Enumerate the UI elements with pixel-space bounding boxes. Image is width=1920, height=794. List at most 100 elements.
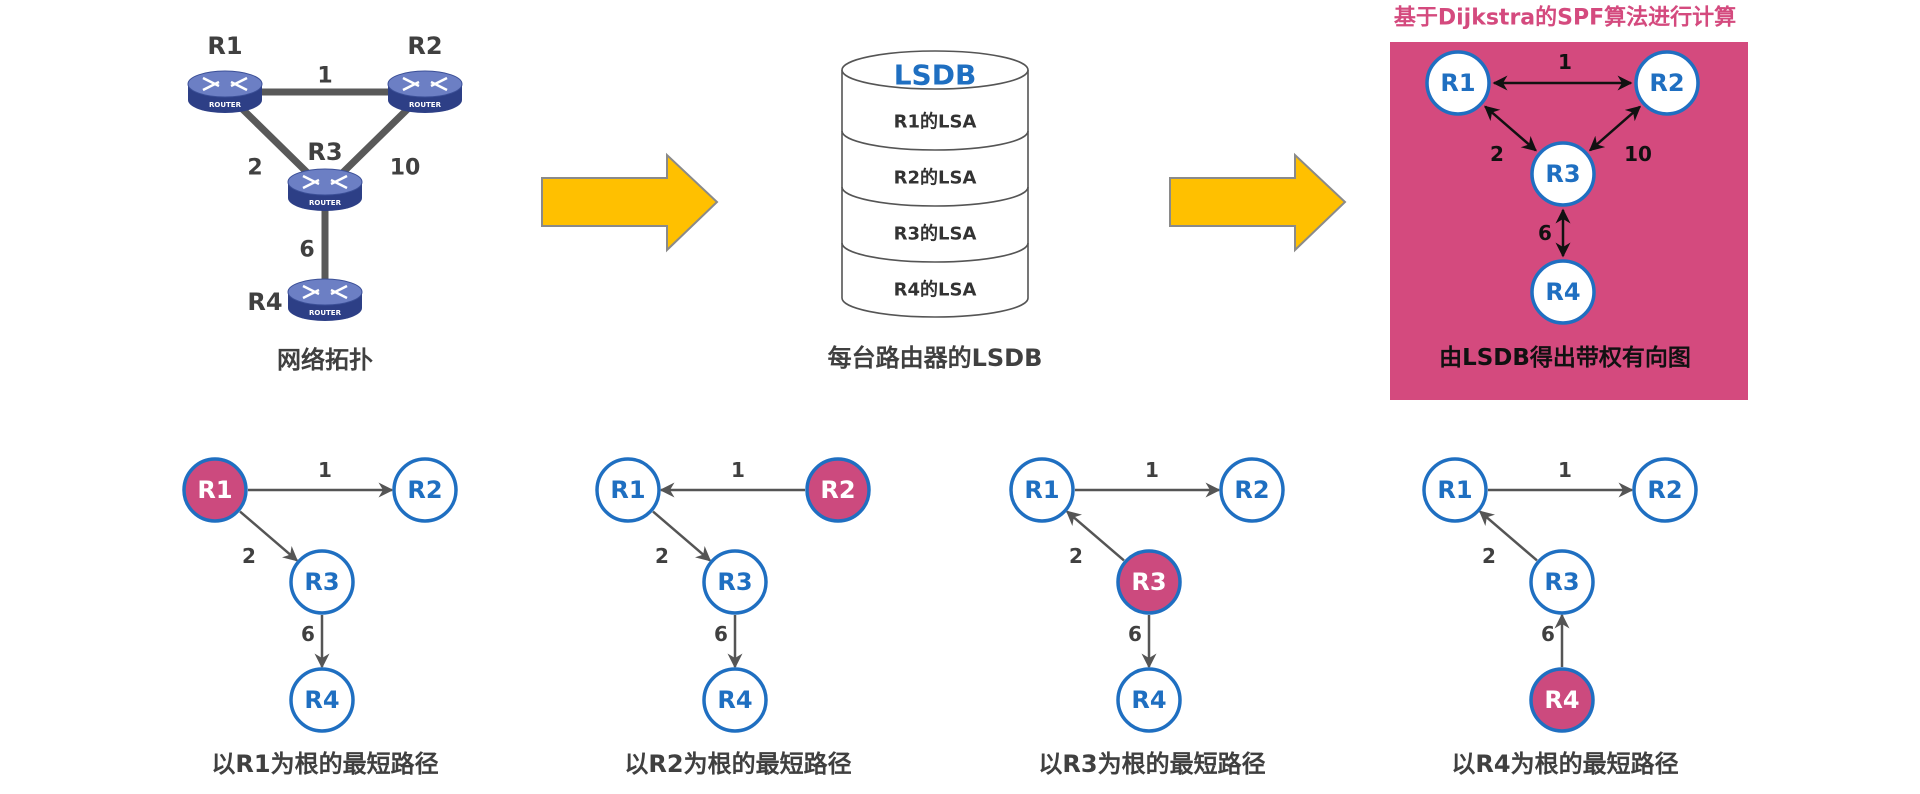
- router-icon-text: ROUTER: [409, 101, 442, 109]
- lsdb-entry: R3的LSA: [894, 223, 977, 245]
- lsdb-cylinder-top: [841, 50, 1029, 90]
- topology-caption: 网络拓扑: [277, 346, 373, 374]
- router-icon-top: [187, 70, 263, 98]
- tree-caption: 以R1为根的最短路径: [211, 750, 438, 778]
- graph-node-circle: [1425, 50, 1491, 116]
- router-arrow-glyph: [330, 288, 348, 300]
- graph-edge-R2-R3: [1588, 105, 1642, 152]
- tree-edge-cost: 2: [1069, 544, 1083, 568]
- tree-node-label: R4: [717, 686, 752, 714]
- tree-node-R4: R4: [289, 667, 355, 733]
- tree-root-node: [182, 457, 248, 523]
- tree-node-label: R1: [1024, 476, 1059, 504]
- graph-node-label: R4: [1545, 278, 1580, 306]
- tree-edge-cost: 6: [1128, 622, 1142, 646]
- tree-node-R1: R1: [1422, 457, 1488, 523]
- tree-edge-R1-R3: [239, 510, 299, 562]
- tree-node-circle: [595, 457, 661, 523]
- tree-node-R3: R3: [1529, 549, 1595, 615]
- tree-edge-cost: 1: [731, 458, 745, 482]
- graph-panel-caption: 由LSDB得出带权有向图: [1439, 344, 1691, 371]
- tree-node-label: R2: [1234, 476, 1269, 504]
- lsdb-divider: [841, 130, 1029, 151]
- graph-edge-cost: 6: [1538, 221, 1552, 245]
- router-arrow-glyph: [402, 80, 420, 92]
- flow-arrow-2: [1169, 152, 1347, 253]
- graph-node-R1: R1: [1425, 50, 1491, 116]
- router-r4: ROUTER: [287, 278, 363, 321]
- tree-node-circle: [392, 457, 458, 523]
- tree-node-label: R1: [1437, 476, 1472, 504]
- tree-node-label: R1: [197, 476, 232, 504]
- tree-root-node: [1116, 549, 1182, 615]
- tree-node-label: R4: [1131, 686, 1166, 714]
- graph-node-label: R3: [1545, 160, 1580, 188]
- tree-node-circle: [702, 667, 768, 733]
- tree-node-circle: [289, 667, 355, 733]
- graph-node-R2: R2: [1634, 50, 1700, 116]
- tree-edge-cost: 6: [301, 622, 315, 646]
- tree-edge-cost: 2: [655, 544, 669, 568]
- router-r1: ROUTER: [187, 70, 263, 113]
- router-r3: ROUTER: [287, 168, 363, 211]
- tree-node-label: R3: [1131, 568, 1166, 596]
- tree-edge-cost: 1: [1558, 458, 1572, 482]
- tree-node-label: R3: [717, 568, 752, 596]
- router-arrow-glyph: [430, 80, 448, 92]
- tree-node-R2: R2: [1219, 457, 1285, 523]
- graph-edge-R1-R3: [1484, 105, 1537, 152]
- graph-node-R4: R4: [1530, 259, 1596, 325]
- lsdb-entry: R1的LSA: [894, 111, 977, 133]
- graph-edge-cost: 10: [1624, 142, 1652, 166]
- router-icon-top: [387, 70, 463, 98]
- tree-node-label: R2: [407, 476, 442, 504]
- tree-node-R1: R1: [1009, 457, 1075, 523]
- tree-node-circle: [1116, 667, 1182, 733]
- graph-node-circle: [1530, 141, 1596, 207]
- tree-node-R3: R3: [289, 549, 355, 615]
- tree-caption: 以R3为根的最短路径: [1038, 750, 1265, 778]
- topology-link-cost: 10: [390, 156, 421, 181]
- tree-node-circle: [1009, 457, 1075, 523]
- router-icon-top: [287, 278, 363, 306]
- lsdb-divider: [841, 242, 1029, 263]
- topology-link-cost: 2: [247, 156, 262, 181]
- tree-edge-R3-R1: [1065, 510, 1125, 562]
- tree-node-circle: [1529, 549, 1595, 615]
- graph-node-label: R1: [1440, 69, 1475, 97]
- graph-edge-cost: 1: [1558, 50, 1572, 74]
- router-label: R3: [307, 138, 342, 166]
- graph-node-circle: [1634, 50, 1700, 116]
- tree-node-label: R4: [304, 686, 339, 714]
- tree-node-R3: R3: [1116, 549, 1182, 615]
- router-r2: ROUTER: [387, 70, 463, 113]
- router-label: R1: [207, 32, 242, 60]
- tree-node-R4: R4: [1116, 667, 1182, 733]
- tree-edge-cost: 6: [1541, 622, 1555, 646]
- tree-node-label: R2: [820, 476, 855, 504]
- graph-node-circle: [1530, 259, 1596, 325]
- tree-node-circle: [1632, 457, 1698, 523]
- tree-edge-cost: 2: [1482, 544, 1496, 568]
- tree-root-node: [1529, 667, 1595, 733]
- lsdb-title: LSDB: [894, 59, 977, 92]
- tree-node-label: R1: [610, 476, 645, 504]
- lsdb-cylinder-body: [841, 70, 1029, 318]
- tree-node-R2: R2: [392, 457, 458, 523]
- graph-node-label: R2: [1649, 69, 1684, 97]
- tree-edge-cost: 2: [242, 544, 256, 568]
- tree-edge-cost: 1: [318, 458, 332, 482]
- router-label: R4: [247, 288, 282, 316]
- topology-link-cost: 1: [317, 64, 332, 89]
- router-arrow-glyph: [330, 178, 348, 190]
- router-arrow-glyph: [302, 288, 320, 300]
- tree-node-R3: R3: [702, 549, 768, 615]
- tree-edge-R3-R1: [1478, 510, 1538, 562]
- graph-node-R3: R3: [1530, 141, 1596, 207]
